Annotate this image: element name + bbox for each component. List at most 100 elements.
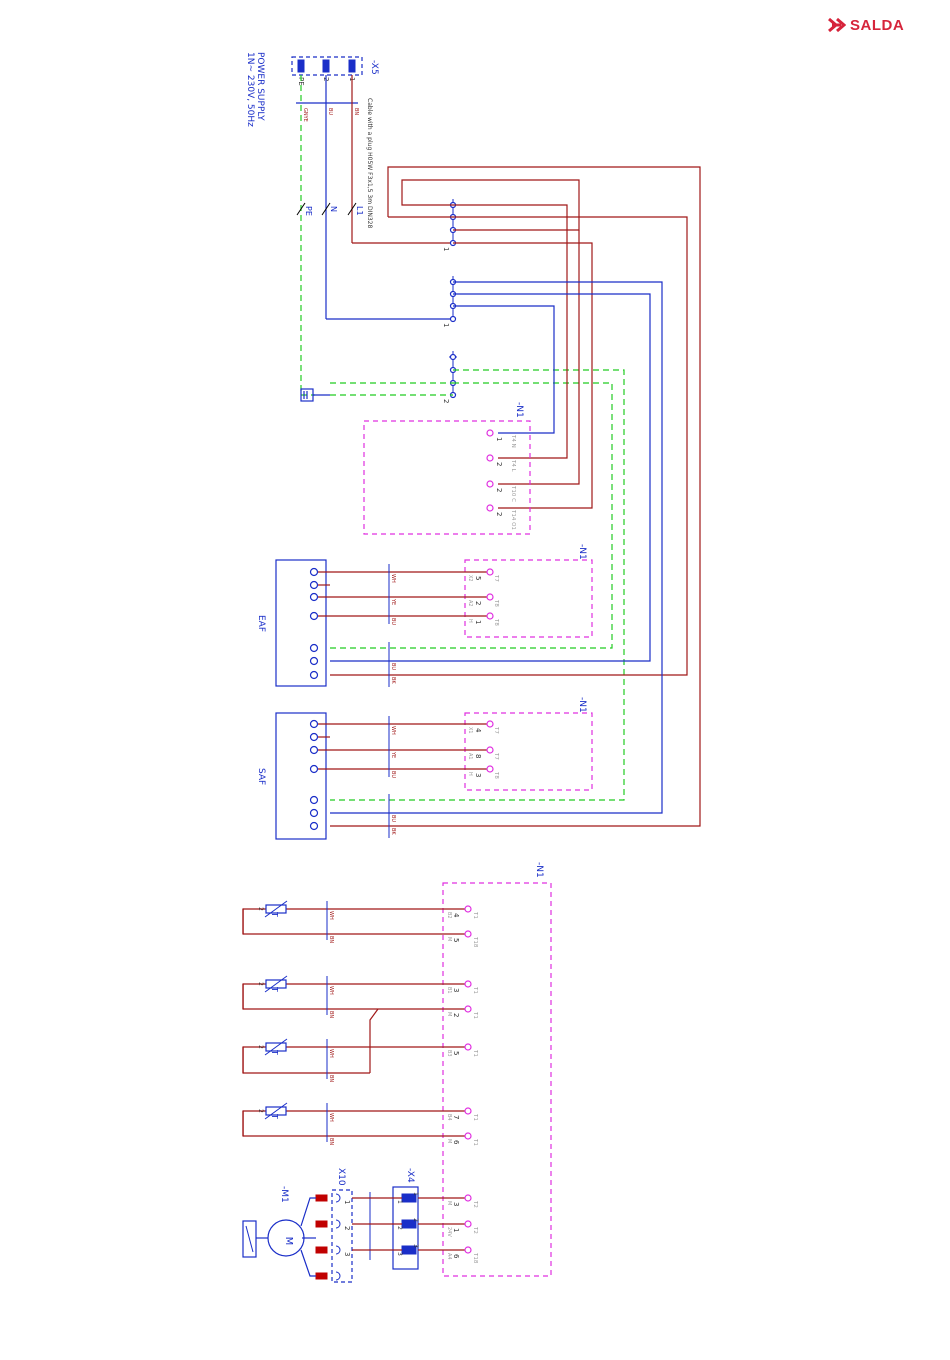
salda-logo-icon [828, 17, 846, 33]
motor-lead-end [315, 1272, 328, 1280]
fan-terminal [309, 821, 319, 831]
n1-pin-sig: A1 [467, 753, 473, 760]
fan-terminal [309, 732, 319, 742]
sensor-common-wire [369, 1008, 379, 1073]
n1-pin-name: T1 [472, 986, 478, 994]
n1-pin-name: T18 [472, 936, 478, 948]
n1-pin-name: T7 [493, 752, 499, 760]
n1-pin-num: 1 [452, 1228, 460, 1232]
n1-sensor-terminal [464, 980, 472, 988]
fan-terminal [309, 795, 319, 805]
fan-terminal [309, 592, 319, 602]
n1-pin-sig: B3 [446, 1050, 452, 1057]
n1-pin-name: T2 [472, 1200, 478, 1208]
wire-color-code: BN [328, 1011, 334, 1018]
n1-pin-name: T1 [472, 1011, 478, 1019]
fan-terminal [309, 719, 319, 729]
motor-switch-icon [242, 1220, 257, 1258]
tb2-terminal [449, 315, 457, 323]
n-n1 [453, 305, 555, 434]
n1-fan-terminal [486, 612, 494, 620]
n1-pin-name: T2 [472, 1226, 478, 1234]
n1-pin-name: T1 [472, 1049, 478, 1057]
pe-saf [330, 369, 625, 801]
tb3-terminal [449, 353, 457, 361]
n1-fan-terminal [486, 568, 494, 576]
n1-sensor-box [442, 882, 552, 1277]
cable-slash [347, 202, 357, 216]
n1-pin-num: 2 [495, 488, 503, 492]
theta-symbol: T [270, 1113, 279, 1119]
pe-eaf [330, 382, 613, 649]
n1-pin-num: 5 [474, 576, 482, 580]
thermistor-slash [264, 900, 288, 918]
wire-color-code: BU [390, 815, 396, 822]
l-n1 [453, 204, 568, 459]
n1-pin-sig: 24V [446, 1227, 452, 1237]
n1-pin-sig: M [446, 1139, 452, 1143]
wire-color-code: WH [328, 911, 334, 920]
x10-pin-num: 2 [343, 1226, 351, 1230]
l-saf [330, 166, 701, 827]
n1-pin-sig: H [467, 772, 473, 776]
fan-terminal [309, 670, 319, 680]
thermistor-slash [264, 1038, 288, 1056]
n1-pin-num: 1 [474, 620, 482, 624]
motor-lead-end [315, 1220, 328, 1228]
x5-pin-label: PE [297, 77, 305, 86]
n1-pin-num: 4 [452, 913, 460, 918]
n1-pin-num: 2 [495, 462, 503, 466]
x10-connector [331, 1189, 353, 1283]
l-loop [401, 179, 580, 231]
wire-color-code: BU [390, 618, 396, 625]
x5-connector [291, 56, 363, 76]
n1-pin-name: T7 [493, 574, 499, 582]
n1-pin-name: T8 [493, 771, 499, 779]
wire-color-code: BU [327, 108, 333, 115]
wire-color-code: WH [328, 1049, 334, 1058]
n1-pin-sig: M [446, 1201, 452, 1205]
tb1-label: 1 [442, 247, 450, 251]
fan-label: SAF [256, 768, 266, 785]
x4-pin-num: 1 [412, 1192, 419, 1196]
n1-ref: -N1 [514, 402, 524, 418]
n1-fan-terminal [486, 746, 494, 754]
n1-sensor-terminal [464, 1107, 472, 1115]
wire-color-code: YE [390, 598, 396, 605]
n1-pin-name: T4 L [510, 459, 516, 473]
n1-pin-name: T1 [472, 1113, 478, 1121]
motor-lead-end [315, 1194, 328, 1202]
n1-pin-sig: X1 [467, 727, 473, 734]
fan-box-saf [275, 712, 327, 840]
n1-sensor-terminal [464, 905, 472, 913]
n1-fan-box [464, 559, 593, 638]
conductor-label: N [329, 206, 338, 212]
wire-color-code: BN [353, 108, 359, 115]
n1-pin-name: T14 O1 [510, 509, 516, 530]
n1-sensor-terminal [464, 1132, 472, 1140]
wire-color-code: GNYE [302, 108, 308, 122]
conductor-label: PE [304, 206, 313, 216]
n1-pin-num: 5 [452, 1051, 460, 1055]
wire-color-code: WH [328, 1113, 334, 1122]
n1-pin-name: T1 [472, 1138, 478, 1146]
x10-socket [335, 1193, 341, 1203]
motor-lead-end [315, 1246, 328, 1254]
motor-switch-line [245, 1225, 254, 1253]
n1-pin-sig: M [446, 1012, 452, 1016]
x10-socket [335, 1271, 341, 1281]
x4-pin-num: 3 [396, 1252, 403, 1256]
wire-color-code: BN [328, 936, 334, 943]
n1-fan-box [464, 712, 593, 791]
n1-pin-name: T7 [493, 726, 499, 734]
n1-pin-num: 4 [474, 728, 482, 733]
n1-pin-sig: B4 [446, 1114, 452, 1121]
n1-motor-terminal [464, 1194, 472, 1202]
n1-pin-sig: H [467, 619, 473, 623]
wire-color-code: BU [390, 771, 396, 778]
fan-terminal [309, 745, 319, 755]
x4-connector [392, 1186, 419, 1270]
l-n1b [453, 242, 593, 509]
fan-terminal [309, 611, 319, 621]
fan-terminal [309, 764, 319, 774]
